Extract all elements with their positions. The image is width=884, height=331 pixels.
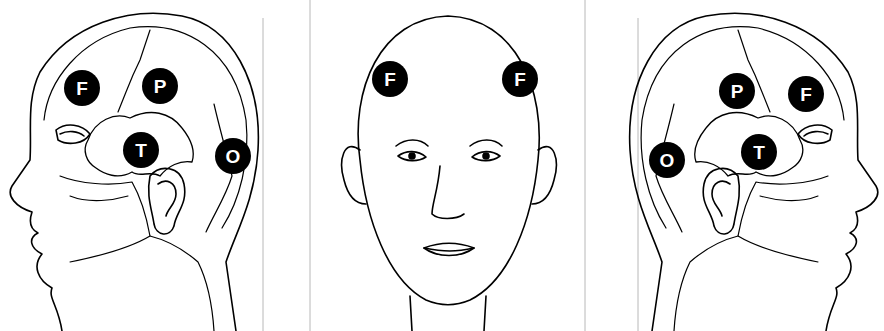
front-face-head (342, 16, 557, 331)
lobe-marker: T (741, 134, 777, 170)
lobe-marker: F (502, 61, 538, 97)
lobe-marker: T (123, 132, 159, 168)
lobe-letter: O (226, 147, 241, 166)
lobe-marker: O (649, 142, 685, 178)
lobe-marker: F (788, 76, 824, 112)
lobe-letter: P (154, 77, 167, 96)
lobe-letter: T (753, 143, 765, 162)
lobe-marker: O (215, 138, 251, 174)
lobe-marker: F (372, 61, 408, 97)
lobe-letter: F (76, 79, 88, 98)
lobe-marker: P (142, 68, 178, 104)
lobe-marker: P (719, 73, 755, 109)
lobe-letter: P (731, 82, 744, 101)
lobe-marker: F (64, 70, 100, 106)
lobe-letter: F (384, 70, 396, 89)
right-profile-head (630, 13, 878, 331)
left-profile-head (10, 13, 258, 331)
lobe-letter: T (135, 141, 147, 160)
lobe-letter: F (514, 70, 526, 89)
lobe-letter: O (660, 151, 675, 170)
panel-borders (263, 0, 638, 331)
lobe-letter: F (800, 85, 812, 104)
